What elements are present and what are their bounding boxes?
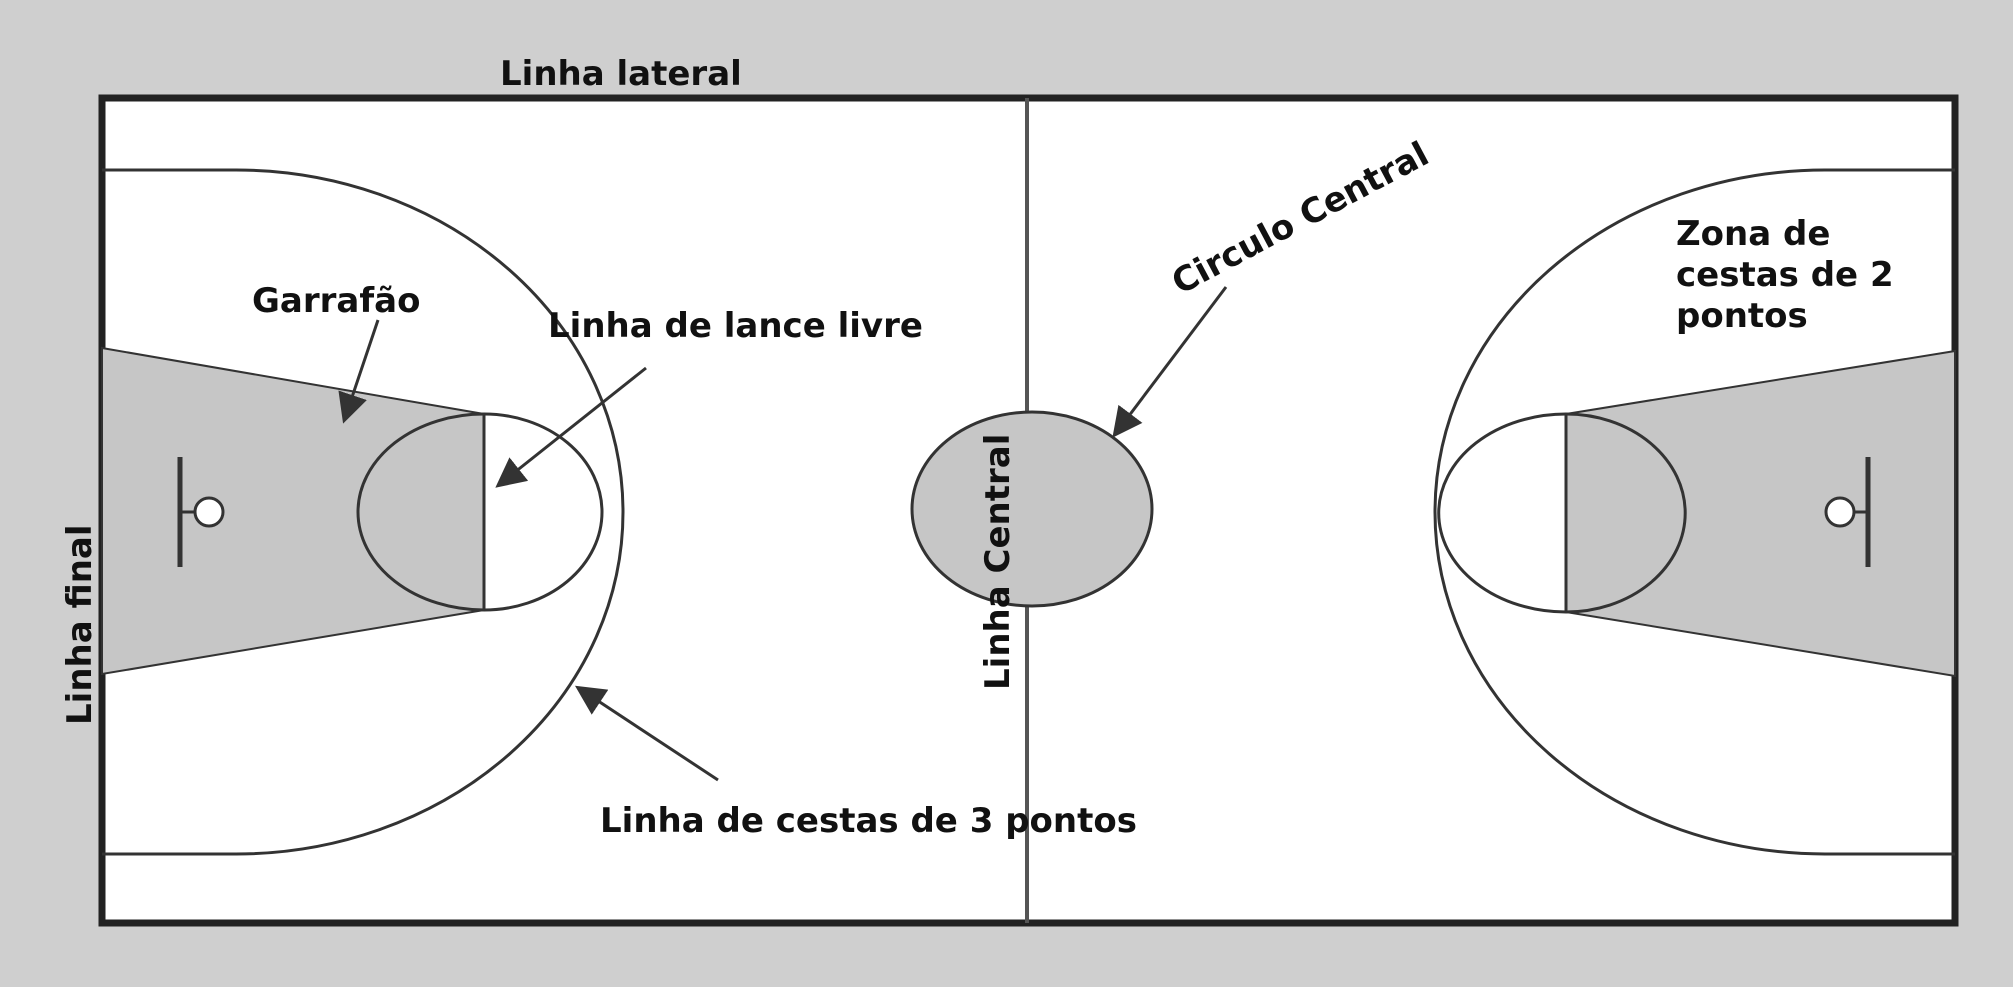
right-three-point-arc bbox=[1433, 168, 1955, 856]
circulo-central-arrow bbox=[1112, 286, 1228, 438]
linha-final-label: Linha final bbox=[60, 524, 100, 725]
left-three-point-arc bbox=[102, 168, 625, 856]
tres-pontos-arrow bbox=[574, 685, 719, 782]
center-circle bbox=[910, 410, 1154, 608]
right-free-throw-circle-outer bbox=[1437, 412, 1567, 614]
garrafao-label: Garrafão bbox=[252, 281, 420, 321]
right-basket-icon bbox=[1824, 496, 1856, 528]
linha-central-label: Linha Central bbox=[978, 434, 1018, 690]
linha-lance-livre-label: Linha de lance livre bbox=[548, 306, 923, 346]
left-basket-icon bbox=[193, 496, 225, 528]
zona-2-pontos-label-line-3: pontos bbox=[1676, 296, 1808, 336]
garrafao-arrow bbox=[338, 319, 380, 424]
lance-livre-arrow bbox=[495, 366, 647, 488]
left-free-throw-circle-inner bbox=[356, 412, 485, 612]
zona-2-pontos-label-line-1: Zona de bbox=[1676, 214, 1830, 254]
linha-lateral-label: Linha lateral bbox=[500, 54, 742, 94]
right-free-throw-circle-inner bbox=[1565, 412, 1687, 614]
zona-2-pontos-label-line-2: cestas de 2 bbox=[1676, 255, 1894, 295]
linha-3-pontos-label: Linha de cestas de 3 pontos bbox=[600, 801, 1137, 841]
